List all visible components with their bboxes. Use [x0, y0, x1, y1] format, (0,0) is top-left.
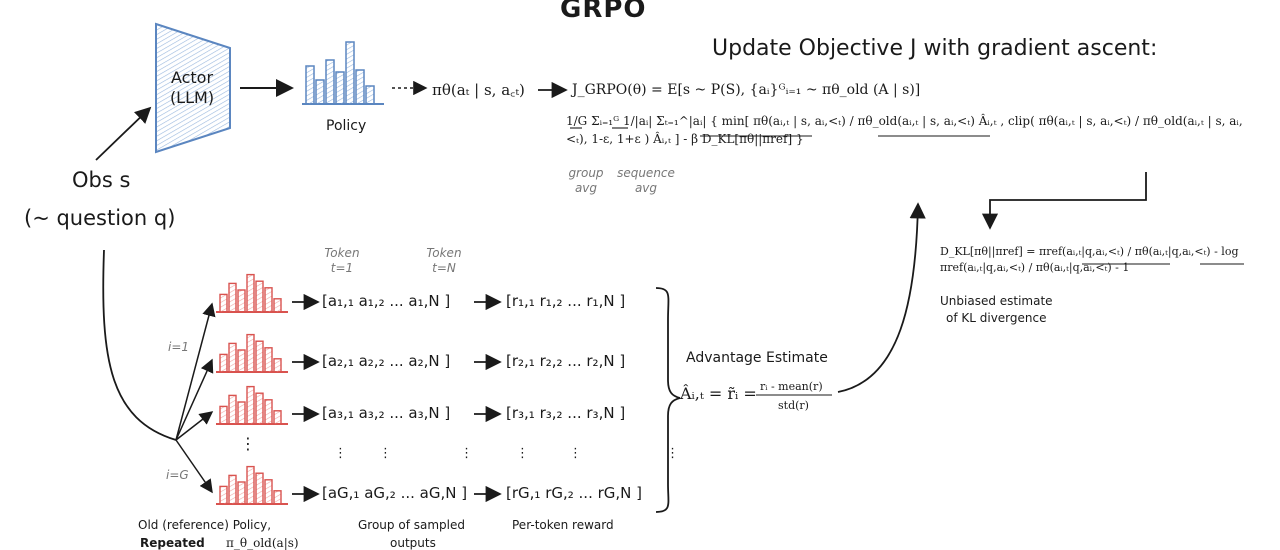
- actor-line1: Actor: [170, 68, 214, 87]
- objective-to-kl-arrow: [981, 172, 1147, 230]
- old-policy-bar: [246, 385, 255, 425]
- old-policy-icon-1: [216, 273, 288, 313]
- old-policy-bar: [255, 472, 264, 505]
- token-row-2: [a₂,₁ a₂,₂ ... a₂,N ]: [322, 352, 451, 370]
- row-arrows: [292, 293, 502, 503]
- old-policy-caption: Old (reference) Policy,: [138, 518, 272, 532]
- ellipsis-policies: ⋮: [240, 434, 256, 453]
- objective-lhs: J_GRPO(θ) = E[s ~ P(S), {aᵢ}ᴳᵢ₌₁ ~ πθ_ol…: [572, 82, 921, 98]
- policy-sample-expression: πθ(aₜ | s, a꜀ₜ): [432, 81, 525, 99]
- old-policy-bar: [219, 293, 228, 313]
- actor-shape: [155, 22, 231, 154]
- advantage-numerator: rᵢ - mean(r): [760, 380, 823, 393]
- question-label: (~ question q): [24, 206, 175, 230]
- old-policy-expression: π_θ_old(a|s): [226, 536, 299, 550]
- obs-to-old-policy-curve: [102, 249, 177, 441]
- kl-caption-line1: Unbiased estimate: [940, 294, 1053, 308]
- old-policy-bar: [246, 273, 255, 313]
- old-policy-bar: [237, 401, 246, 425]
- per-token-reward-caption: Per-token reward: [512, 518, 614, 532]
- reward-row-G: [rG,₁ rG,₂ ... rG,N ]: [506, 484, 643, 502]
- policy-label: Policy: [326, 118, 367, 134]
- actor-label: Actor (LLM): [150, 68, 234, 108]
- ellipsis-rewards: ⋮⋮ ⋮: [516, 446, 720, 461]
- token-row-3: [a₃,₁ a₃,₂ ... a₃,N ]: [322, 404, 451, 422]
- sequence-avg-label: sequence avg: [617, 166, 675, 195]
- old-policy-bar: [273, 358, 282, 373]
- old-policy-bar: [219, 485, 228, 505]
- objective-body: 1/G Σᵢ₌₁ᴳ 1/|aᵢ| Σₜ₌₁^|aᵢ| { min[ πθ(aᵢ,…: [566, 114, 1243, 146]
- ellipsis-tokens: ⋮⋮ ⋮: [334, 446, 506, 461]
- reward-row-3: [r₃,₁ r₃,₂ ... r₃,N ]: [506, 404, 626, 422]
- group-label-last: i=G: [166, 468, 189, 482]
- old-policy-bar: [255, 392, 264, 425]
- old-policy-bar: [228, 394, 237, 425]
- old-policy-bar: [255, 340, 264, 373]
- sample-fan-arrows: [175, 302, 216, 494]
- token-row-G: [aG,₁ aG,₂ ... aG,N ]: [322, 484, 468, 502]
- old-policy-bar: [273, 490, 282, 505]
- advantage-lhs: Âᵢ,ₜ = r̃ᵢ =: [680, 384, 757, 403]
- old-policy-bar: [228, 282, 237, 313]
- old-policy-bar: [264, 287, 273, 313]
- old-policy-bar: [246, 465, 255, 505]
- token-header-first: Token t=1: [324, 246, 360, 275]
- advantage-denominator: std(r): [778, 399, 809, 412]
- token-header-last: Token t=N: [426, 246, 462, 275]
- token-row-1: [a₁,₁ a₁,₂ ... a₁,N ]: [322, 292, 451, 310]
- old-policy-bar: [246, 333, 255, 373]
- old-policy-bar: [219, 405, 228, 425]
- obs-line2: (~ question q): [24, 206, 176, 230]
- sampled-outputs-caption: Group of sampled: [358, 518, 465, 532]
- rewards-brace: [655, 287, 681, 513]
- diagram-title: GRPO: [560, 0, 647, 24]
- advantage-title: Advantage Estimate: [686, 350, 828, 366]
- old-policy-icon-4: [216, 465, 288, 505]
- policy-distribution-icon: [302, 41, 384, 105]
- old-policy-bar: [237, 289, 246, 313]
- actor-line2: (LLM): [169, 88, 215, 107]
- kl-formula: D_KL[πθ||πref] = πref(aᵢ,ₜ|q,aᵢ,<ₜ) / πθ…: [940, 245, 1239, 274]
- update-objective-label: Update Objective J with gradient ascent:: [712, 36, 1158, 61]
- old-policy-bar: [264, 479, 273, 505]
- reward-row-1: [r₁,₁ r₁,₂ ... r₁,N ]: [506, 292, 626, 310]
- old-policy-repeated: Repeated: [140, 536, 205, 550]
- old-policy-bar: [273, 298, 282, 313]
- group-avg-label: group avg: [568, 166, 604, 195]
- old-policy-bar: [219, 353, 228, 373]
- fraction-bars: [570, 127, 1244, 396]
- kl-caption-line2: of KL divergence: [946, 311, 1047, 325]
- old-policy-bar: [237, 349, 246, 373]
- reward-row-2: [r₂,₁ r₂,₂ ... r₂,N ]: [506, 352, 626, 370]
- old-policy-bar: [228, 474, 237, 505]
- old-policy-icon-3: [216, 385, 288, 425]
- advantage-to-objective-curve: [837, 202, 926, 393]
- old-policy-bar: [228, 342, 237, 373]
- obs-label: Obs s: [72, 168, 130, 192]
- obs-line1: Obs s: [72, 168, 131, 192]
- old-policy-icon-2: [216, 333, 288, 373]
- sampled-outputs-caption2: outputs: [390, 536, 436, 550]
- old-policy-bar: [237, 481, 246, 505]
- old-policy-bar: [264, 347, 273, 373]
- old-policy-bar: [264, 399, 273, 425]
- old-policy-bar: [273, 410, 282, 425]
- old-policy-bar: [255, 280, 264, 313]
- group-label-first: i=1: [168, 340, 190, 354]
- old-policy-icons: [216, 273, 288, 505]
- obs-to-actor-arrow: [95, 106, 152, 161]
